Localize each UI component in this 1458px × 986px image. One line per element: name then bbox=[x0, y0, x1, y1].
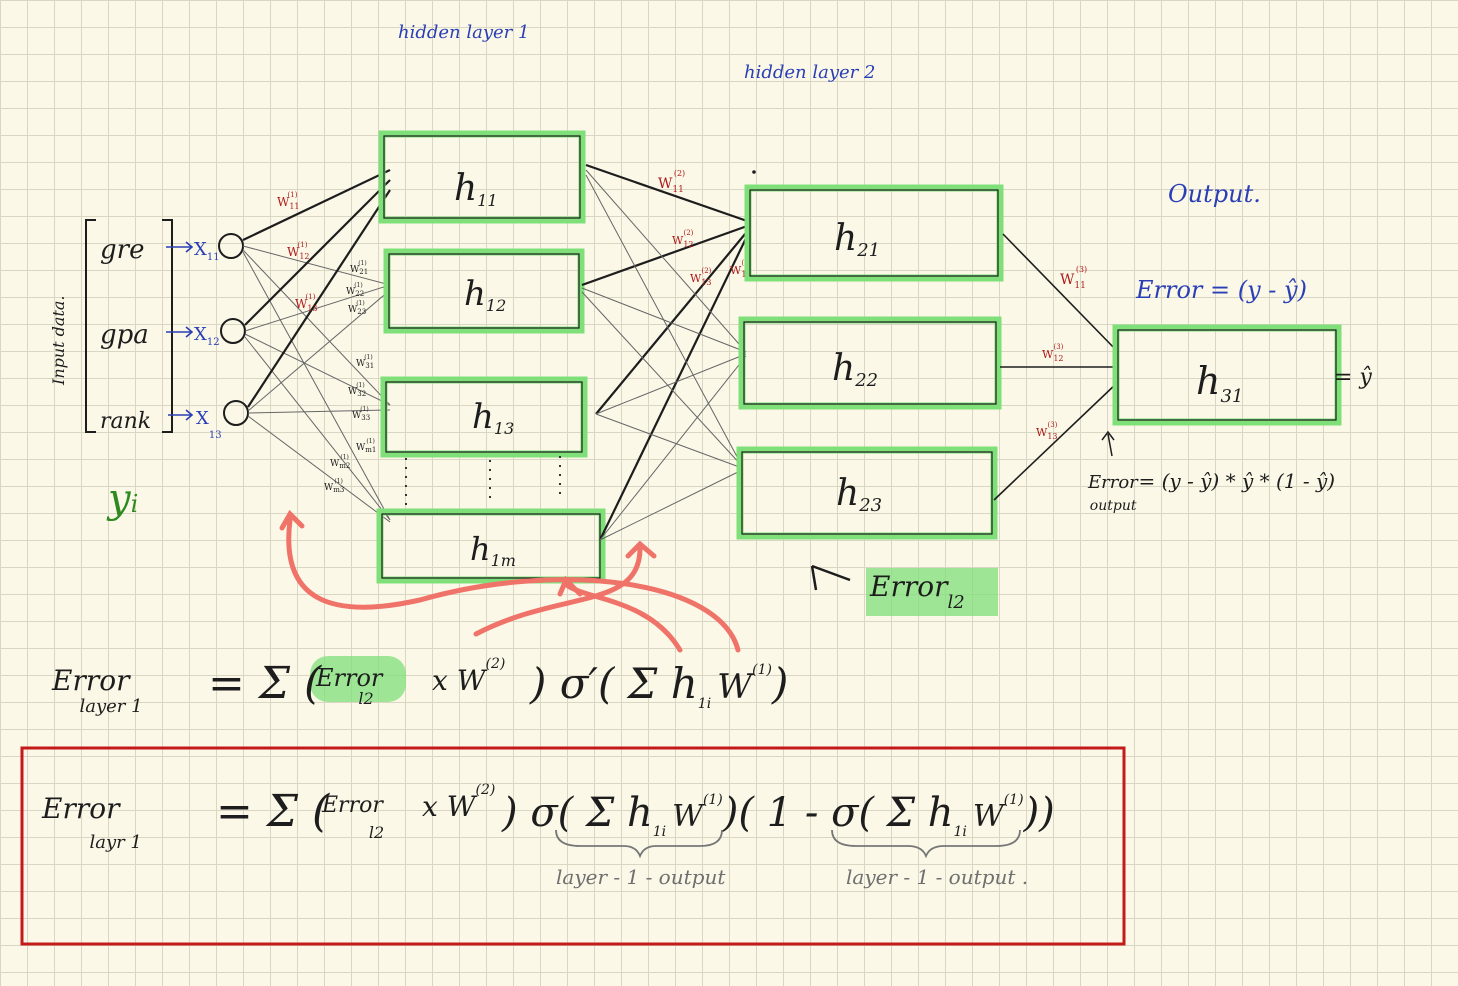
svg-text:W11(2): W11(2) bbox=[658, 169, 685, 195]
svg-text:W13(3): W13(3) bbox=[1036, 421, 1058, 441]
formula2-frame bbox=[20, 746, 1126, 946]
svg-text:W11(1): W11(1) bbox=[277, 191, 300, 211]
output-label: Output. bbox=[1168, 180, 1261, 208]
hidden-layer-2 bbox=[736, 184, 1004, 540]
hidden1-ellipsis bbox=[405, 456, 561, 510]
svg-text:Wm2(1): Wm2(1) bbox=[330, 454, 350, 470]
hidden1-node-h12 bbox=[388, 253, 580, 329]
svg-text:h13: h13 bbox=[472, 397, 514, 438]
svg-text:h22: h22 bbox=[832, 348, 878, 391]
formula2-eq: = Σ ( bbox=[216, 786, 330, 837]
input-data-label: Input data. bbox=[49, 295, 68, 386]
hidden2-node-h21 bbox=[749, 189, 999, 277]
hidden1-node-h13-highlight bbox=[380, 376, 588, 458]
error-l2-arrow bbox=[810, 564, 851, 591]
output-error-formula: Error = (y - ŷ) bbox=[1135, 276, 1307, 304]
input-var-x13: X13 bbox=[196, 408, 222, 441]
input-var-x12: X12 bbox=[194, 324, 220, 348]
input-left-bracket bbox=[85, 219, 96, 433]
svg-text:Wm1(1): Wm1(1) bbox=[356, 438, 376, 454]
input-name-rank: rank bbox=[100, 409, 151, 434]
layer1-weights: W11(1) W12(1) W13(1) W21(1) W22(1) W23(1… bbox=[277, 191, 376, 494]
input-arrows bbox=[166, 241, 194, 421]
hidden-layer-2-label: hidden layer 2 bbox=[744, 62, 875, 83]
svg-text:h12: h12 bbox=[464, 274, 506, 315]
formula1-err-highlight bbox=[310, 656, 406, 702]
svg-text:W22(1): W22(1) bbox=[346, 282, 364, 298]
brace1-label: layer - 1 - output bbox=[556, 865, 726, 889]
hidden-layer-1 bbox=[376, 130, 606, 584]
hidden2-node-h22-highlight bbox=[738, 316, 1002, 410]
hidden2-node-h23 bbox=[741, 451, 993, 535]
input-neuron-2 bbox=[220, 318, 246, 344]
formula2-braces bbox=[555, 829, 1021, 859]
error-l2-highlight bbox=[866, 568, 998, 616]
hidden1-node-h1m bbox=[381, 513, 601, 579]
target-y-i: yi bbox=[106, 476, 138, 522]
svg-text:W32(1): W32(1) bbox=[348, 382, 366, 398]
hidden1-labels: h11 h12 h13 h1m bbox=[454, 168, 516, 570]
input-name-gpa: gpa bbox=[100, 320, 149, 350]
layer2-connections bbox=[581, 163, 751, 541]
output-node-label: h31 bbox=[1196, 359, 1243, 407]
svg-text:h11: h11 bbox=[454, 168, 498, 210]
layer1-connections bbox=[242, 169, 391, 523]
output-node-h31 bbox=[1117, 329, 1337, 421]
hidden1-node-h11-highlight bbox=[378, 130, 586, 224]
output-node-highlight bbox=[1112, 324, 1342, 426]
layer2-weights: W11(2) W12(2) W13(2) W14(2) bbox=[658, 169, 752, 287]
output-error-pointer bbox=[1101, 430, 1115, 457]
formula1-eq: = Σ ( bbox=[208, 658, 322, 709]
formula1-times: x W(2) bbox=[432, 656, 505, 697]
svg-text:W13(2): W13(2) bbox=[690, 267, 712, 287]
backprop-arrows bbox=[279, 509, 741, 653]
svg-text:Wm3(1): Wm3(1) bbox=[324, 478, 344, 494]
svg-text:h21: h21 bbox=[834, 218, 880, 261]
svg-text:W12(3): W12(3) bbox=[1042, 343, 1064, 363]
hidden2-node-h23-highlight bbox=[736, 446, 998, 540]
hidden2-node-h22 bbox=[743, 321, 997, 405]
hidden1-node-h13 bbox=[385, 381, 583, 453]
input-neuron-1 bbox=[218, 233, 244, 259]
svg-text:W21(1): W21(1) bbox=[350, 260, 368, 276]
svg-text:W23(1): W23(1) bbox=[348, 300, 366, 316]
svg-text:W12(2): W12(2) bbox=[672, 229, 694, 249]
input-neuron-3 bbox=[223, 400, 249, 426]
error-l2-label: Errorl2 bbox=[869, 570, 965, 613]
svg-text:h23: h23 bbox=[836, 473, 882, 516]
hidden1-node-h1m-highlight bbox=[376, 508, 606, 584]
svg-text:h1m: h1m bbox=[470, 530, 516, 570]
svg-text:W31(1): W31(1) bbox=[356, 354, 374, 370]
output-equals-yhat: = ŷ bbox=[1334, 365, 1372, 390]
svg-text:W11(3): W11(3) bbox=[1060, 265, 1087, 291]
hidden2-node-h21-highlight bbox=[744, 184, 1004, 282]
svg-text:W13(1): W13(1) bbox=[295, 293, 318, 313]
hidden1-node-h12-highlight bbox=[383, 248, 585, 334]
layer3-connections bbox=[993, 233, 1119, 501]
svg-text:W33(1): W33(1) bbox=[352, 406, 370, 422]
stray-dot bbox=[752, 170, 756, 174]
hidden2-labels: h21 h22 h23 bbox=[832, 218, 882, 516]
input-name-gre: gre bbox=[100, 235, 144, 265]
brace2-label: layer - 1 - output . bbox=[846, 865, 1028, 889]
svg-text:W12(1): W12(1) bbox=[287, 241, 310, 261]
formula2-times: x W(2) bbox=[422, 782, 495, 823]
input-var-x11: X11 bbox=[194, 239, 220, 263]
input-right-bracket bbox=[162, 219, 173, 433]
hidden-layer-1-label: hidden layer 1 bbox=[398, 22, 529, 43]
hidden1-node-h11 bbox=[383, 135, 581, 219]
layer3-weights: W11(3) W12(3) W13(3) bbox=[1036, 265, 1087, 441]
